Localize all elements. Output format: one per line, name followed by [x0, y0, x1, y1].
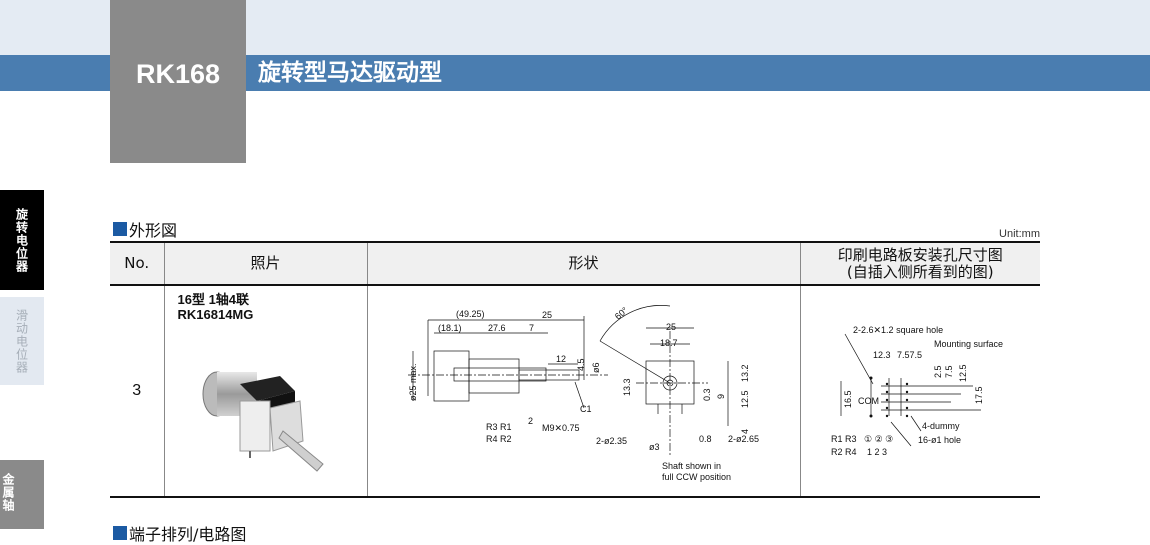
dim-label: 0.3 [702, 388, 712, 401]
pcb-hole-drawing: 2-2.6✕1.2 square hole Mounting surface 1… [831, 325, 1003, 457]
dim-label: 12 [556, 354, 566, 364]
front-view [599, 305, 728, 456]
dim-label: 2.5 [933, 365, 943, 378]
dim-label: 4-dummy [922, 421, 960, 431]
dim-label: 9 [716, 394, 726, 399]
note-text: full CCW position [662, 472, 731, 482]
dim-label: ø3 [649, 442, 660, 452]
dim-label: Mounting surface [934, 339, 1003, 349]
dim-label: M9✕0.75 [542, 423, 580, 433]
dim-label: 16-ø1 hole [918, 435, 961, 445]
dim-label: 17.5 [974, 386, 984, 404]
dim-label: C1 [580, 404, 592, 414]
dim-label: COM [858, 396, 879, 406]
side-view [407, 316, 608, 409]
dim-label: 1 2 3 [867, 447, 887, 457]
dim-label: ø25 max. [408, 363, 418, 401]
shape-drawing: (49.25) 25 (18.1) 27.6 7 12 4.5 ø6 ø25 m… [407, 305, 759, 482]
dim-label: 2-ø2.35 [596, 436, 627, 446]
header-pcb-line2: (自插入侧所看到的图) [846, 262, 994, 281]
next-section-title: 端子排列/电路图 [129, 525, 247, 544]
dim-label: 7.57.5 [897, 350, 922, 360]
sidebar-item-rotary[interactable]: 旋转电位器 [0, 190, 44, 290]
square-bullet-icon [113, 526, 127, 540]
dim-label: 0.8 [699, 434, 712, 444]
dim-label: 13.2 [740, 364, 750, 382]
dim-label: 60° [612, 305, 629, 322]
dim-label: 7 [529, 323, 534, 333]
dim-label: R2 R4 [831, 447, 857, 457]
page-title: 旋转型马达驱动型 [258, 60, 442, 86]
dim-label: 4.5 [576, 358, 586, 371]
dim-label: 12.5 [740, 390, 750, 408]
shape-cell: (49.25) 25 (18.1) 27.6 7 12 4.5 ø6 ø25 m… [366, 285, 800, 497]
dim-label: 25 [542, 310, 552, 320]
unit-label: Unit:mm [999, 228, 1040, 240]
sidebar-item-slide[interactable]: 滑动电位器 [0, 297, 44, 385]
dim-label: 27.6 [488, 323, 506, 333]
square-bullet-icon [113, 222, 127, 236]
dim-label: 13.3 [622, 378, 632, 396]
dim-label: 4 [740, 429, 750, 434]
row-number: 3 [132, 382, 142, 399]
header-pcb-line1: 印刷电路板安装孔尺寸图 [837, 245, 1003, 264]
next-section-heading: 端子排列/电路图 [113, 521, 246, 545]
section-title: 外形図 [129, 221, 178, 240]
dim-label: R3 R1 [486, 422, 512, 432]
model-box [110, 0, 246, 163]
dim-label: 18.7 [660, 338, 678, 348]
model-number: RK168 [135, 59, 221, 89]
dim-label: ① ② ③ [864, 434, 893, 444]
dim-label: (49.25) [456, 309, 485, 319]
dim-label: 2-ø2.65 [728, 434, 759, 444]
product-code: RK16814MG [177, 307, 254, 322]
dim-label: 2-2.6✕1.2 square hole [853, 325, 943, 335]
header-pcb: 印刷电路板安装孔尺寸图(自插入侧所看到的图) [799, 242, 1040, 286]
dim-label: R1 R3 [831, 434, 857, 444]
dim-label: ø6 [591, 362, 601, 373]
dim-label: R4 R2 [486, 434, 512, 444]
dim-label: 2 [528, 416, 533, 426]
sidebar-item-metal-shaft[interactable]: 金属轴 [0, 460, 44, 529]
dim-label: 7.5 [944, 365, 954, 378]
pcb-shape-dims: (49.25) 25 (18.1) 27.6 7 12 4.5 ø6 ø25 m… [408, 305, 759, 482]
table-header-row: No. 照片 形状 印刷电路板安装孔尺寸图(自插入侧所看到的图) [110, 242, 1040, 286]
header-photo: 照片 [163, 242, 367, 286]
outline-table: No. 照片 形状 印刷电路板安装孔尺寸图(自插入侧所看到的图) 3 16型 1… [110, 241, 1040, 498]
header-no: No. [110, 242, 164, 286]
dim-label: (18.1) [438, 323, 462, 333]
dim-label: 12.3 [873, 350, 891, 360]
header-shape: 形状 [366, 242, 800, 286]
product-type: 16型 1轴4联 [177, 292, 250, 307]
dim-label: 25 [666, 322, 676, 332]
dim-label: 16.5 [843, 390, 853, 408]
section-heading: 外形図 [113, 217, 177, 241]
dim-label: 12.5 [958, 364, 968, 382]
note-text: Shaft shown in [662, 461, 721, 471]
pcb-cell: 2-2.6✕1.2 square hole Mounting surface 1… [799, 285, 1040, 497]
product-photo [202, 371, 324, 472]
